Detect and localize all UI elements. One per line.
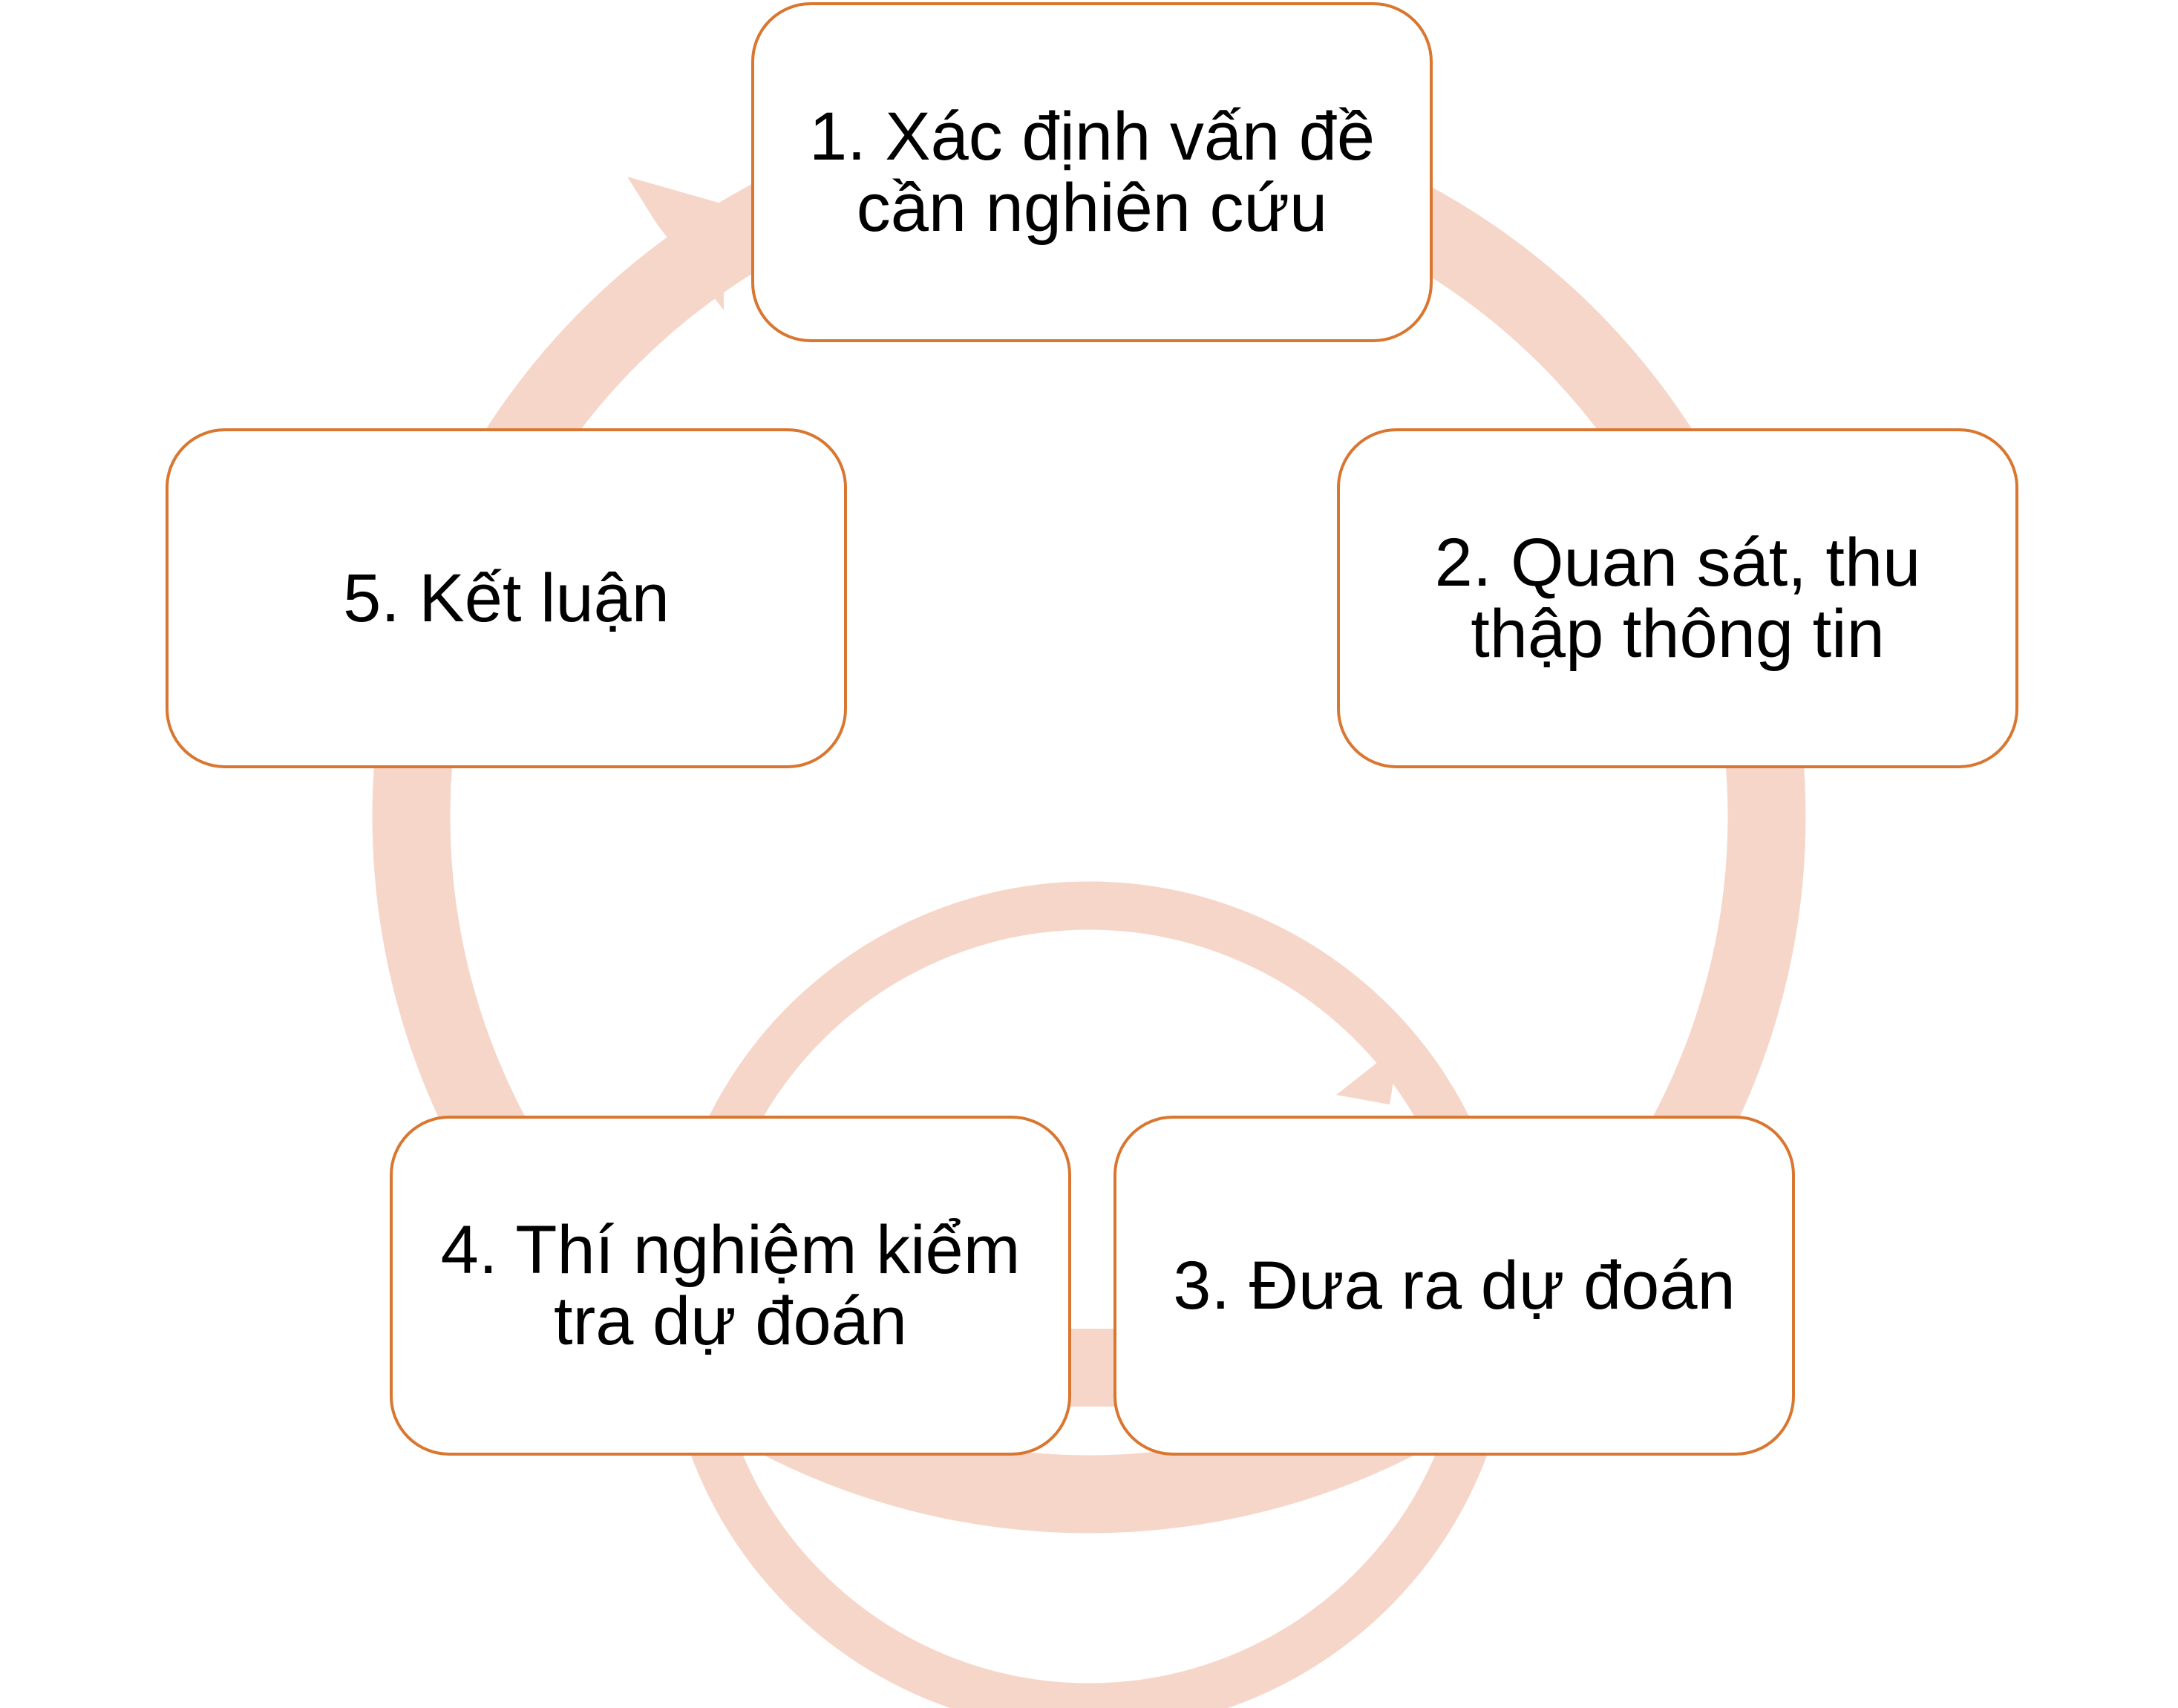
step-box-1: 1. Xác định vấn đề cần nghiên cứu: [751, 2, 1433, 342]
step-label-4: 4. Thí nghiệm kiểm tra dự đoán: [440, 1212, 1021, 1359]
step-box-5: 5. Kết luận: [166, 428, 847, 768]
step-label-1: 1. Xác định vấn đề cần nghiên cứu: [808, 99, 1376, 246]
step-label-5: 5. Kết luận: [343, 560, 670, 636]
inner-arrowhead: [1336, 1045, 1399, 1105]
step-label-3: 3. Đưa ra dự đoán: [1173, 1248, 1736, 1323]
outer-arrowhead: [627, 177, 724, 310]
step-box-2: 2. Quan sát, thu thập thông tin: [1337, 428, 2018, 768]
step-box-4: 4. Thí nghiệm kiểm tra dự đoán: [390, 1116, 1071, 1456]
step-label-2: 2. Quan sát, thu thập thông tin: [1434, 525, 1921, 672]
step-box-3: 3. Đưa ra dự đoán: [1113, 1116, 1795, 1456]
